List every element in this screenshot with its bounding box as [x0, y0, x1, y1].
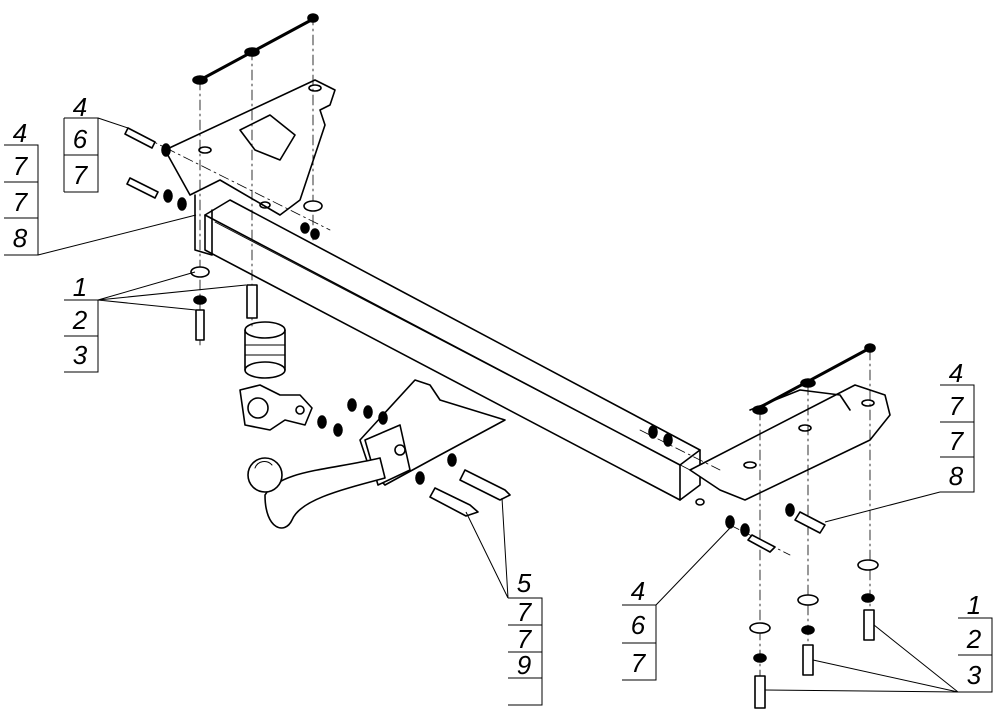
callout-4-right: 4 — [948, 358, 964, 388]
ball-cover-cap — [244, 321, 286, 379]
callout-8-right: 8 — [948, 461, 964, 491]
callout-7a-right: 7 — [948, 391, 964, 421]
callout-7b-center: 7 — [516, 624, 532, 654]
callout-4-right-mid: 4 — [630, 576, 646, 606]
callout-leaders — [4, 117, 993, 706]
callout-9-center: 9 — [516, 650, 532, 680]
callout-1-left: 1 — [72, 272, 88, 302]
callout-2-left: 2 — [72, 305, 88, 335]
callout-6-top-left: 6 — [72, 124, 88, 154]
callout-6-right-mid: 6 — [630, 610, 646, 640]
callout-7b-left: 7 — [12, 187, 28, 217]
callout-5-center: 5 — [516, 568, 532, 598]
callout-7a-center: 7 — [516, 597, 532, 627]
callout-7b-right: 7 — [948, 426, 964, 456]
left-bolts — [124, 127, 323, 341]
ball-mount — [247, 379, 506, 529]
center-bolts — [317, 398, 511, 517]
callout-3-left: 3 — [72, 340, 88, 370]
right-bracket — [689, 384, 891, 506]
callout-7a-left: 7 — [12, 151, 28, 181]
right-stud-bar — [752, 343, 876, 415]
left-stud-bar — [192, 13, 319, 85]
socket-plate — [239, 384, 313, 431]
callout-7-right-mid: 7 — [630, 648, 646, 678]
cross-beam — [204, 199, 701, 501]
callout-1-right: 1 — [966, 590, 982, 620]
right-bolts — [648, 425, 879, 709]
callout-4-top-left: 4 — [72, 92, 88, 122]
callout-2-right: 2 — [966, 624, 982, 654]
left-bracket — [164, 79, 336, 256]
callout-3-right: 3 — [966, 660, 982, 690]
callout-7-top-left: 7 — [72, 160, 88, 190]
callout-4-left: 4 — [12, 118, 28, 148]
callout-8-left: 8 — [12, 223, 28, 253]
